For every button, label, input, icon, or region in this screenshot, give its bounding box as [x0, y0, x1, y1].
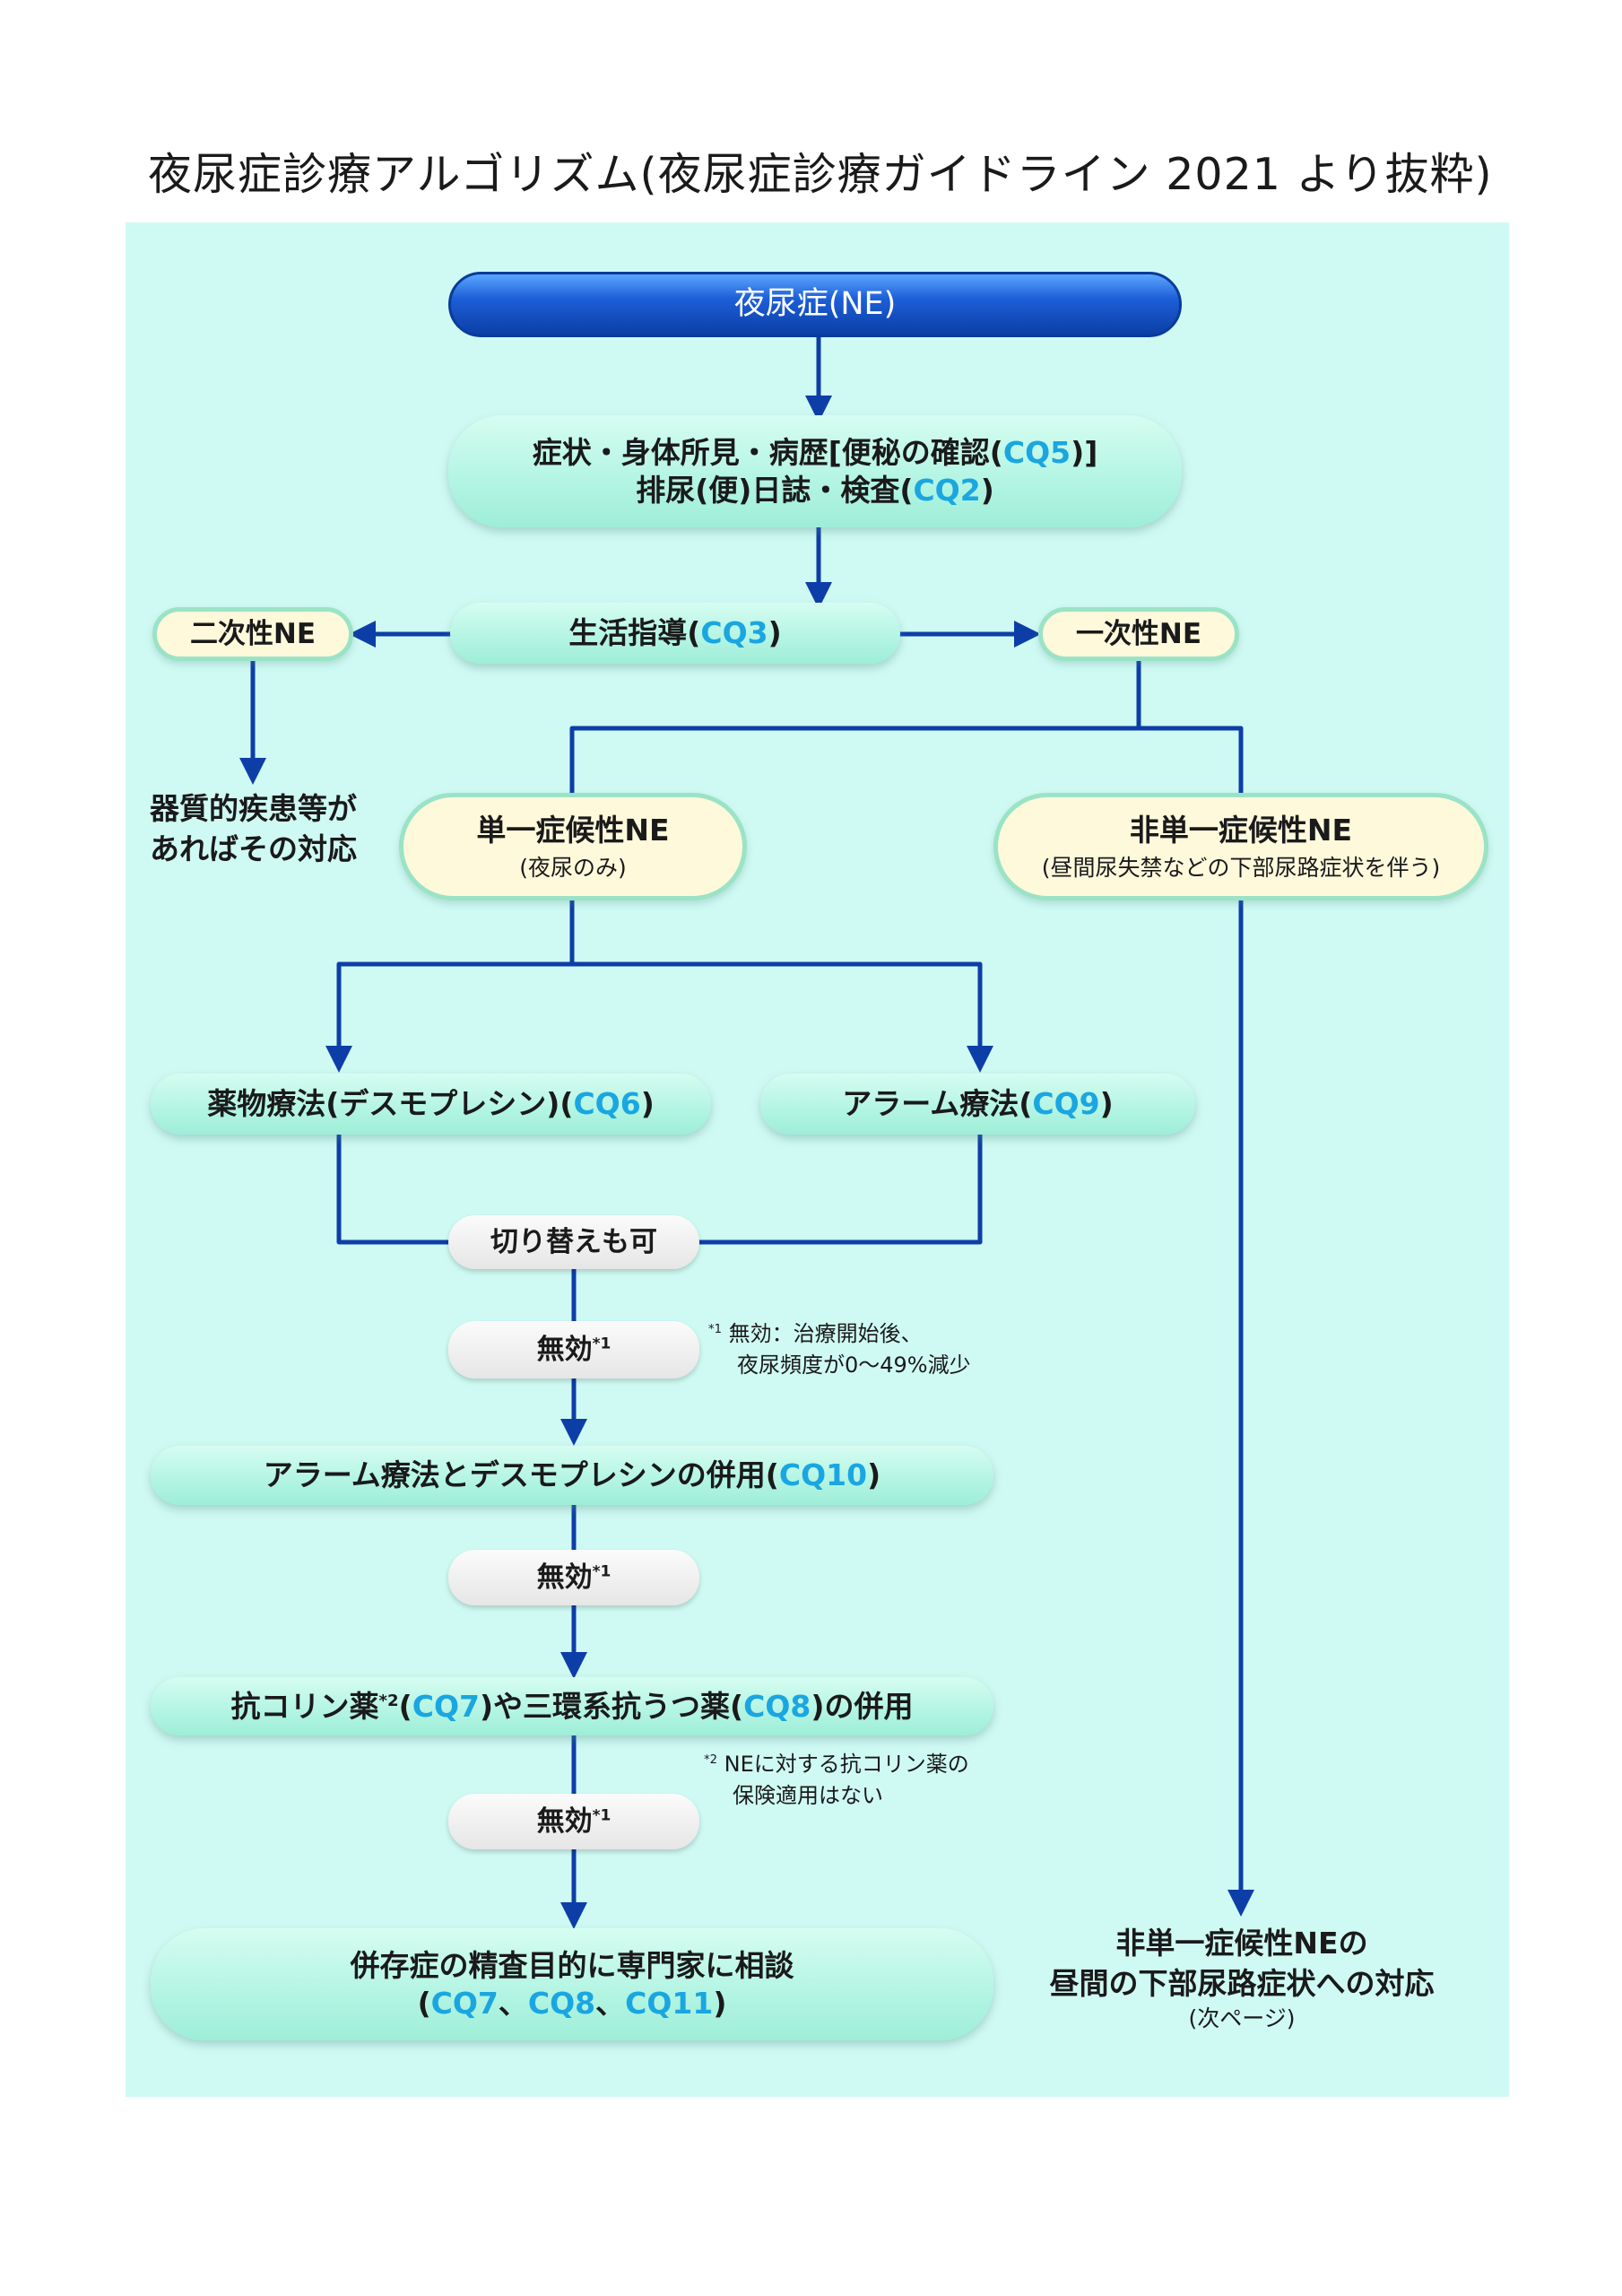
footnote-ineffective: *1 無効：治療開始後、 夜尿頻度が0〜49%減少	[708, 1321, 971, 1378]
node-lifestyle-guidance: 生活指導(CQ3)	[450, 603, 900, 664]
node-drug-therapy: 薬物療法(デスモプレシン)(CQ6)	[151, 1074, 711, 1135]
consult-cq7-ref: CQ7	[430, 1985, 499, 2021]
node-ineffective-3: 無効*1	[448, 1794, 699, 1849]
text-daytime-lower-urinary-response: 非単一症候性NEの 昼間の下部尿路症状への対応 (次ページ)	[1049, 1926, 1435, 2032]
node-primary-ne: 一次性NE	[1038, 607, 1239, 661]
node-non-monosymptomatic-ne: 非単一症候性NE (昼間尿失禁などの下部尿路症状を伴う)	[993, 793, 1488, 900]
connector-primary-split	[569, 658, 1244, 796]
node-secondary-ne: 二次性NE	[152, 607, 353, 661]
footnote-anticholinergic: *2 NEに対する抗コリン薬の 保険適用はない	[704, 1752, 969, 1808]
consult-cq11-ref: CQ11	[625, 1985, 714, 2021]
node-consult-specialist: 併存症の精査目的に専門家に相談 (CQ7、CQ8、CQ11)	[151, 1928, 993, 2040]
node-alarm-therapy: アラーム療法(CQ9)	[760, 1074, 1195, 1135]
consult-cq8-ref: CQ8	[527, 1985, 596, 2021]
cq9-ref: CQ9	[1032, 1086, 1100, 1122]
page-title: 夜尿症診療アルゴリズム(夜尿症診療ガイドライン 2021 より抜粋)	[148, 149, 1493, 200]
node-ineffective-1: 無効*1	[448, 1321, 699, 1378]
node-nocturnal-enuresis: 夜尿症(NE)	[448, 272, 1182, 337]
node-symptoms-exam: 症状・身体所見・病歴[便秘の確認(CQ5)] 排尿(便)日誌・検査(CQ2)	[448, 415, 1182, 527]
cq2-ref: CQ2	[913, 472, 981, 508]
arrow-mono-to-drug	[325, 896, 575, 1074]
cq10-ref: CQ10	[778, 1457, 868, 1493]
node-anticholinergic-combination: 抗コリン薬*2(CQ7)や三環系抗うつ薬(CQ8)の併用	[151, 1677, 993, 1735]
node-monosymptomatic-ne: 単一症候性NE (夜尿のみ)	[399, 793, 747, 900]
cq8-ref: CQ8	[743, 1688, 811, 1724]
connector-drug-to-switch	[336, 1132, 453, 1245]
node-combination-therapy: アラーム療法とデスモプレシンの併用(CQ10)	[151, 1446, 993, 1505]
node-switch-allowed: 切り替えも可	[448, 1215, 699, 1269]
arrow-mono-to-alarm	[569, 961, 993, 1074]
node-ineffective-2: 無効*1	[448, 1550, 699, 1605]
text-organic-disease: 器質的疾患等が あればその対応	[150, 791, 357, 866]
cq5-ref: CQ5	[1002, 435, 1071, 471]
connector-alarm-to-switch	[695, 1132, 983, 1245]
cq6-ref: CQ6	[573, 1086, 641, 1122]
cq3-ref: CQ3	[700, 615, 768, 651]
cq7-ref: CQ7	[412, 1688, 480, 1724]
